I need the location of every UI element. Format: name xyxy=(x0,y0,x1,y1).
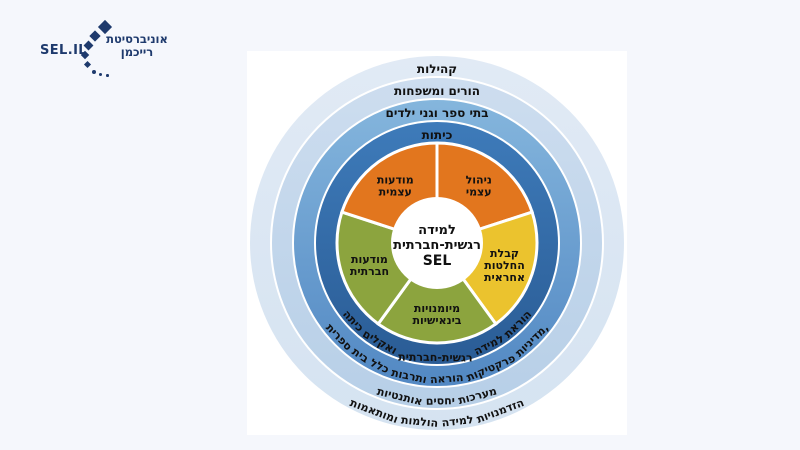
star-dot-icon xyxy=(99,73,102,76)
university-name: אוניברסיטת רייכמן xyxy=(104,33,170,58)
star-icon xyxy=(83,60,92,69)
curved-label-word: הוראה xyxy=(430,371,464,386)
center-circle xyxy=(391,197,483,289)
reichman-university-logo: SEL.IL אוניברסיטת רייכמן xyxy=(40,19,180,82)
star-dot-icon xyxy=(106,74,109,77)
segment-label-line: עצמית xyxy=(379,186,412,199)
segment-label-line: מודעות xyxy=(377,174,414,187)
curved-label-word: רגשית-חברתית xyxy=(398,350,473,364)
segment-label-line: ניהול xyxy=(466,174,492,187)
university-name-line1: אוניברסיטת xyxy=(106,32,168,46)
ring-classrooms-top-label: כיתות xyxy=(422,128,453,142)
ring-communities-top-label: קהילות xyxy=(417,62,457,76)
segment-label-line: אחראית xyxy=(484,271,525,284)
curved-label-word: הולמות xyxy=(400,413,438,430)
segment-label-line: מודעות xyxy=(351,253,388,266)
ring-separator xyxy=(292,98,582,388)
curved-label-word: למידה xyxy=(441,413,474,430)
curved-label-word: יחסים xyxy=(426,394,455,408)
segment-label-line: בינאישיות xyxy=(412,314,461,327)
center-label-line1: למידה xyxy=(418,223,456,238)
segment-label-line: קבלת xyxy=(490,247,519,260)
sel-wheel-svg: למידהרגשית-חברתיתSELומותאמותניהולעצמיקבל… xyxy=(250,56,624,430)
ring-parents-and-families-top-label: הורים ומשפחות xyxy=(394,84,480,98)
ring-separator xyxy=(270,76,604,410)
star-dot-icon xyxy=(92,70,96,74)
segment-label-line: מיומנויות xyxy=(414,302,460,315)
ring-schools-and-kindergartens-top-label: בתי ספר וגני ילדים xyxy=(385,106,488,120)
ring-separator xyxy=(314,120,560,366)
segment-label-line: חברתית xyxy=(350,265,389,278)
segment-label-line: עצמי xyxy=(466,186,492,199)
star-icon xyxy=(89,30,101,42)
segment-label-line: החלטות xyxy=(484,259,525,272)
center-label-line2: רגשית-חברתית xyxy=(393,238,481,253)
university-name-line2: רייכמן xyxy=(120,44,154,59)
sel-wheel-diagram: למידהרגשית-חברתיתSELומותאמותניהולעצמיקבל… xyxy=(247,51,627,435)
center-label-line3: SEL xyxy=(423,253,452,269)
sel-il-label: SEL.IL xyxy=(40,43,87,58)
segment-interpersonal-skills xyxy=(376,240,498,345)
